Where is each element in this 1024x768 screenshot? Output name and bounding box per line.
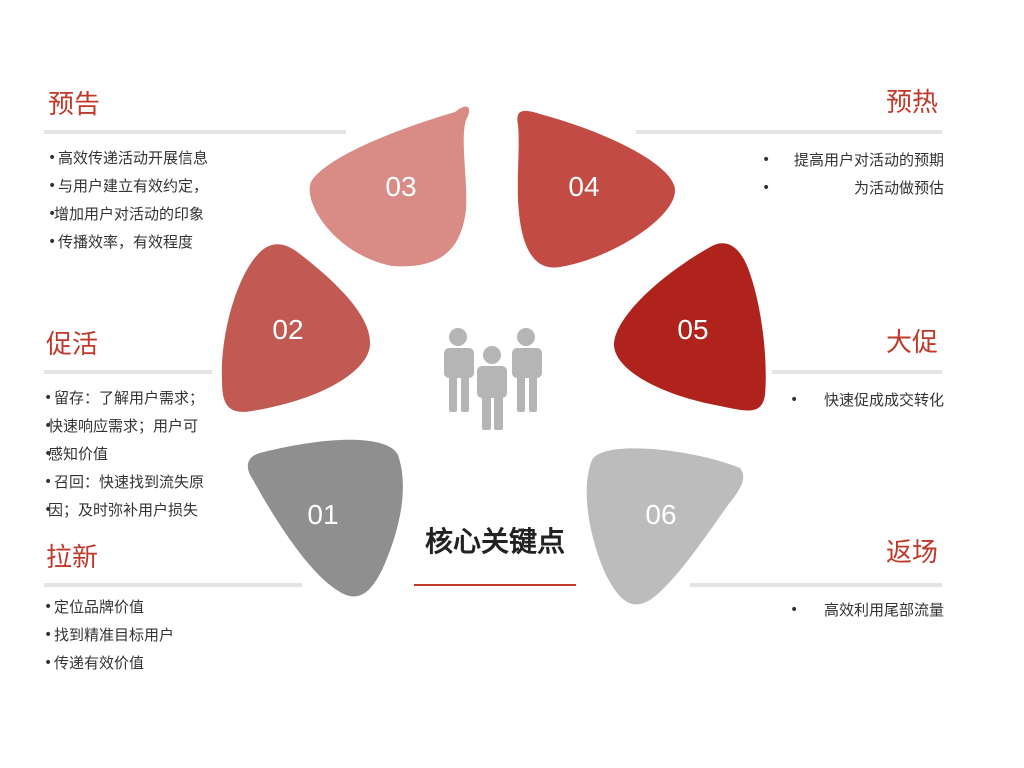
list-item-text: 快速促成成交转化 — [823, 391, 944, 409]
list-item: • 快速促成成交转化 — [790, 386, 944, 414]
list-item: 找到精准目标用户 — [44, 621, 284, 649]
petal-05-number: 05 — [677, 314, 708, 345]
petal-06-number: 06 — [645, 499, 676, 530]
petal-06-shape — [586, 448, 744, 605]
list-item: 传播效率，有效程度 — [48, 228, 288, 256]
section-rule-dacu — [772, 370, 942, 374]
section-list-fanchang: • 高效利用尾部流量 — [790, 596, 944, 624]
section-title-cuhuo: 促活 — [46, 330, 99, 360]
section-rule-laxin — [44, 583, 302, 587]
list-item: 感知价值 — [44, 440, 234, 468]
petal-03: 03 — [309, 106, 470, 267]
list-item: 快速响应需求；用户可 — [44, 412, 234, 440]
petal-05: 05 — [614, 243, 766, 411]
list-item: 传递有效价值 — [44, 649, 284, 677]
list-item: 定位品牌价值 — [44, 593, 284, 621]
list-item: • 为活动做预估 — [762, 174, 944, 202]
list-item: • 高效利用尾部流量 — [790, 596, 944, 624]
list-item: 召回：快速找到流失原 — [44, 468, 234, 496]
list-item-text: 增加用户对活动的印象 — [54, 205, 205, 223]
list-item: 因；及时弥补用户损失 — [44, 496, 234, 524]
list-item-text: 感知价值 — [48, 445, 109, 463]
bullet: • — [762, 152, 771, 168]
list-item-text: 因；及时弥补用户损失 — [48, 501, 199, 519]
petal-04: 04 — [517, 110, 675, 268]
petal-03-shape — [309, 106, 470, 267]
section-rule-fanchang — [690, 583, 942, 587]
petal-02-shape — [221, 244, 371, 412]
section-list-yure: • 提高用户对活动的预期 • 为活动做预估 — [762, 146, 944, 202]
section-list-dacu: • 快速促成成交转化 — [790, 386, 944, 414]
list-item: 高效传递活动开展信息 — [48, 144, 288, 172]
section-list-laxin: 定位品牌价值 找到精准目标用户 传递有效价值 — [44, 593, 284, 677]
section-title-yure: 预热 — [885, 88, 938, 118]
petal-02-number: 02 — [272, 314, 303, 345]
center-title-underline — [414, 584, 576, 586]
list-item-text: 提高用户对活动的预期 — [793, 151, 944, 169]
list-item-text: 为活动做预估 — [853, 179, 944, 197]
list-item-text: 高效利用尾部流量 — [823, 601, 944, 619]
bullet: • — [762, 180, 771, 196]
petal-01-shape — [247, 439, 403, 597]
section-list-cuhuo: 留存：了解用户需求； 快速响应需求；用户可 感知价值 召回：快速找到流失原 因；… — [44, 384, 234, 524]
section-rule-yugao — [44, 130, 346, 134]
section-title-dacu: 大促 — [885, 328, 938, 358]
list-item: 增加用户对活动的印象 — [48, 200, 288, 228]
petal-05-shape — [614, 243, 766, 411]
list-item-text: 快速响应需求；用户可 — [48, 417, 199, 435]
petal-06: 06 — [586, 448, 744, 605]
petal-01: 01 — [247, 439, 403, 597]
petal-04-shape — [517, 110, 675, 268]
petal-02: 02 — [221, 244, 371, 412]
petal-03-number: 03 — [385, 171, 416, 202]
people-group-icon — [444, 328, 542, 430]
list-item: • 提高用户对活动的预期 — [762, 146, 944, 174]
section-list-yugao: 高效传递活动开展信息 与用户建立有效约定， 增加用户对活动的印象 传播效率，有效… — [48, 144, 288, 256]
section-rule-cuhuo — [44, 370, 212, 374]
petal-04-number: 04 — [568, 171, 599, 202]
section-title-yugao: 预告 — [48, 90, 101, 120]
section-title-laxin: 拉新 — [46, 543, 99, 573]
bullet: • — [790, 392, 799, 408]
center-title: 核心关键点 — [424, 525, 565, 558]
section-title-fanchang: 返场 — [885, 538, 938, 568]
bullet: • — [790, 602, 799, 618]
petal-01-number: 01 — [307, 499, 338, 530]
list-item: 与用户建立有效约定， — [48, 172, 288, 200]
list-item: 留存：了解用户需求； — [44, 384, 234, 412]
section-rule-yure — [636, 130, 942, 134]
